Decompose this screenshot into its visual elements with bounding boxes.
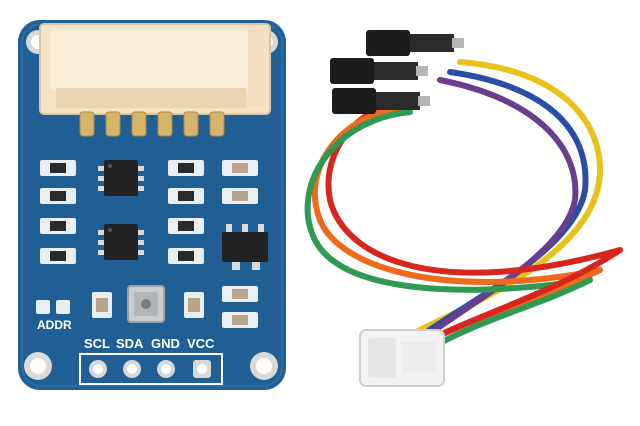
pin-label-sda: SDA [116, 336, 144, 351]
ic-chip-icon [98, 224, 144, 260]
mounting-hole-bottom-left [24, 352, 52, 380]
wire-blue [415, 69, 589, 341]
dupont-connector [366, 30, 410, 56]
regulator-chip-icon [222, 224, 268, 270]
pin-label-vcc: VCC [187, 336, 215, 351]
addr-label: ADDR [37, 318, 72, 332]
smd-components [36, 160, 258, 328]
wire-orange [312, 103, 603, 285]
ic-chip-icon [98, 160, 144, 196]
wire-green [304, 109, 593, 293]
pin-label-scl: SCL [84, 336, 110, 351]
dupont-connector [332, 88, 376, 114]
wire-purple [413, 77, 579, 347]
sensor-chip-icon [127, 285, 165, 323]
header-pin-holes [79, 353, 223, 385]
dupont-connector [330, 58, 374, 84]
jst-connector [39, 23, 271, 115]
dupont-connectors [330, 30, 464, 114]
cable-assembly [304, 59, 623, 355]
mounting-hole-bottom-right [250, 352, 278, 380]
sensor-board: ADDR SCL SDA GND VCC [18, 20, 286, 390]
connector-pins [79, 111, 225, 137]
jst-plug [359, 329, 445, 387]
pin-label-gnd: GND [151, 336, 180, 351]
